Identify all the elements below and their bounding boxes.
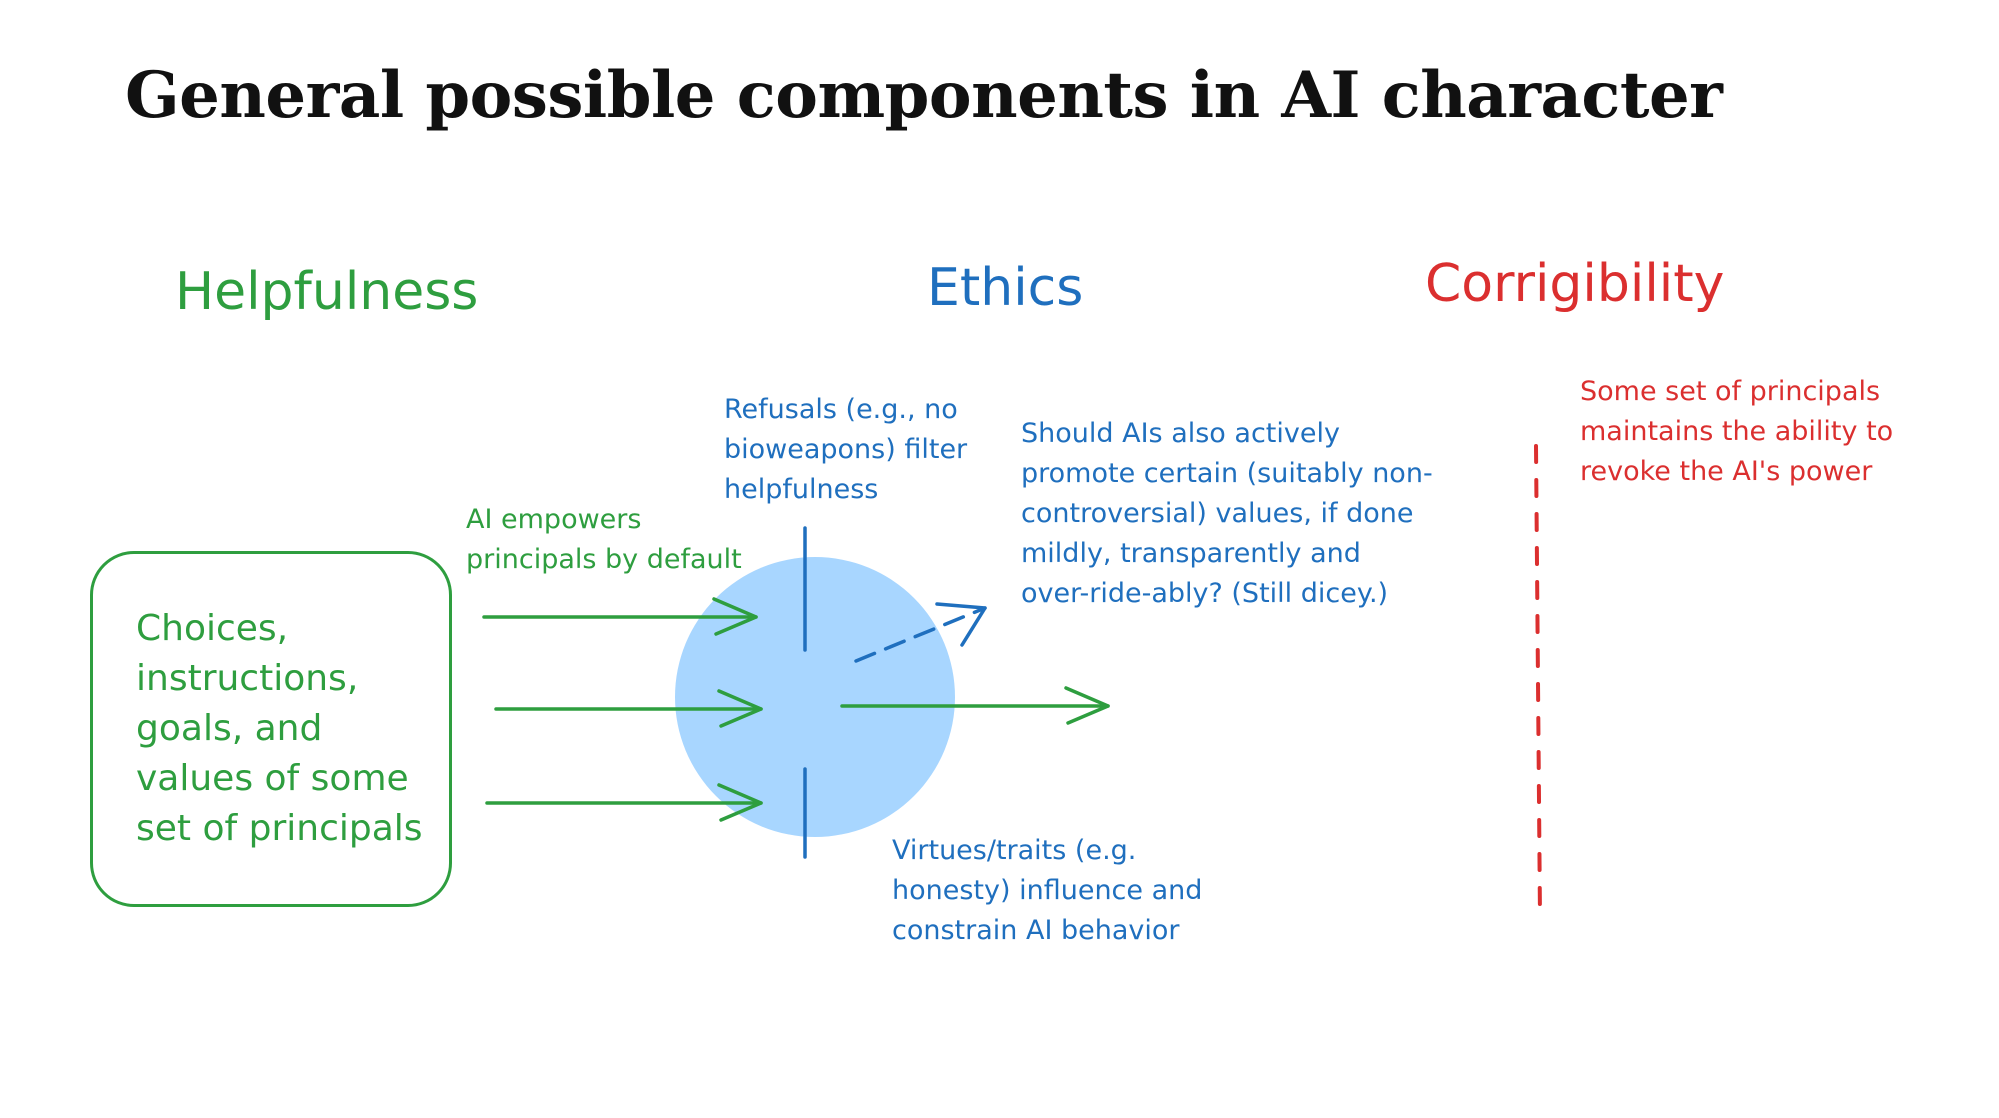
promote-line: promote certain (suitably non- xyxy=(1021,458,1433,489)
ai-circle xyxy=(675,557,955,837)
refusals-line: helpfulness xyxy=(724,474,879,505)
virtues-line: honesty) influence and xyxy=(892,875,1203,906)
promote-line: mildly, transparently and xyxy=(1021,538,1361,569)
corrigibility-dashed-line xyxy=(1534,444,1542,920)
revoke-annotation: Some set of principals maintains the abi… xyxy=(1580,372,1893,492)
revoke-line: Some set of principals xyxy=(1580,376,1881,407)
input-arrow-middle xyxy=(494,689,763,728)
principals-box-line: Choices, xyxy=(136,608,289,649)
principals-box-line: goals, and xyxy=(136,708,323,749)
input-arrow-bottom xyxy=(485,783,763,822)
principals-box-text: Choices, instructions, goals, and values… xyxy=(136,604,423,854)
revoke-line: revoke the AI's power xyxy=(1580,456,1873,487)
refusals-line: bioweapons) filter xyxy=(724,434,968,465)
input-arrow-top xyxy=(482,597,758,636)
output-arrow xyxy=(840,686,1110,725)
ethics-heading: Ethics xyxy=(927,258,1084,318)
refusals-line: Refusals (e.g., no xyxy=(724,394,958,425)
virtues-line: Virtues/traits (e.g. xyxy=(892,835,1137,866)
promote-line: controversial) values, if done xyxy=(1021,498,1414,529)
corrigibility-heading: Corrigibility xyxy=(1425,254,1725,314)
page-title: General possible components in AI charac… xyxy=(125,58,1723,133)
principals-box-line: set of principals xyxy=(136,808,423,849)
promote-values-annotation: Should AIs also actively promote certain… xyxy=(1021,414,1433,614)
helpfulness-heading: Helpfulness xyxy=(175,262,479,322)
promote-line: Should AIs also actively xyxy=(1021,418,1340,449)
revoke-line: maintains the ability to xyxy=(1580,416,1894,447)
virtues-annotation: Virtues/traits (e.g. honesty) influence … xyxy=(892,831,1202,951)
empower-line: AI empowers xyxy=(466,504,642,535)
refusals-annotation: Refusals (e.g., no bioweapons) filter he… xyxy=(724,390,967,510)
promote-values-dashed-arrow xyxy=(854,602,987,663)
principals-box-line: values of some xyxy=(136,758,409,799)
principals-box xyxy=(90,551,452,907)
principals-box-line: instructions, xyxy=(136,658,359,699)
virtues-line: constrain AI behavior xyxy=(892,915,1180,946)
empower-line: principals by default xyxy=(466,544,742,575)
empower-annotation: AI empowers principals by default xyxy=(466,500,742,580)
promote-line: over-ride-ably? (Still dicey.) xyxy=(1021,578,1389,609)
